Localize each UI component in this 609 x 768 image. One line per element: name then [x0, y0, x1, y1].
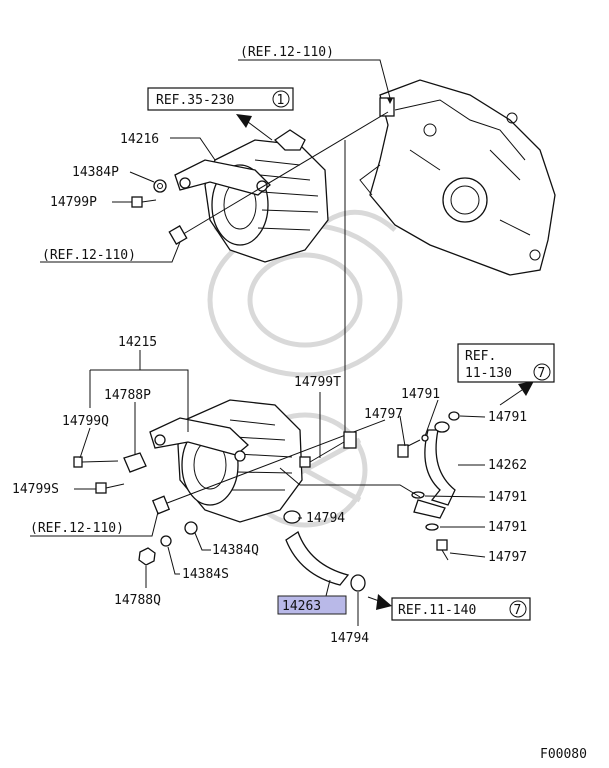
ref-35-230-label: REF.35-230: [156, 93, 234, 108]
figure-code: F00080: [540, 747, 587, 762]
ref-12-110-top[interactable]: (REF.12-110): [240, 45, 334, 60]
ref-35-230-box[interactable]: REF.35-230 1: [147, 87, 294, 111]
part-labels: (REF.12-110) (REF.12-110) (REF.12-110) 1…: [12, 45, 587, 762]
part-14799Q[interactable]: 14799Q: [62, 414, 109, 429]
ref-12-110-mid[interactable]: (REF.12-110): [42, 248, 136, 263]
part-14263[interactable]: 14263: [282, 599, 321, 614]
washer-14384P: [153, 179, 167, 193]
ref-11-140-arrow: [367, 594, 392, 610]
hose-14263: [283, 510, 366, 592]
ref-35-230-arrow: [236, 114, 273, 141]
part-14791-d[interactable]: 14791: [488, 520, 527, 535]
bolt-14799T: [299, 431, 357, 468]
part-14216[interactable]: 14216: [120, 132, 159, 147]
part-14794-a[interactable]: 14794: [306, 511, 345, 526]
hose-14262: [413, 421, 456, 519]
bolt-14799S: [95, 482, 125, 494]
part-14797-a[interactable]: 14797: [364, 407, 403, 422]
part-14384Q[interactable]: 14384Q: [212, 543, 259, 558]
part-14791-c[interactable]: 14791: [488, 490, 527, 505]
alternator-upper: [174, 129, 329, 263]
alternator-lower: [149, 399, 303, 523]
part-14794-b[interactable]: 14794: [330, 631, 369, 646]
ref-11-130-label-line2: 11-130: [465, 366, 512, 381]
ref-11-140-label: REF.11-140: [398, 603, 476, 618]
upper-through-bolt: [168, 111, 389, 245]
part-14799T[interactable]: 14799T: [294, 375, 341, 390]
part-14262[interactable]: 14262: [488, 458, 527, 473]
part-14799S[interactable]: 14799S: [12, 482, 59, 497]
part-14384S[interactable]: 14384S: [182, 567, 229, 582]
part-14215[interactable]: 14215: [118, 335, 157, 350]
bracket-14788P: [123, 452, 147, 473]
leader-lines: [30, 59, 486, 626]
washer-14791-top: [448, 411, 460, 421]
bolt-14799Q: [73, 456, 119, 468]
washer-14384S: [160, 535, 172, 547]
part-14791-b[interactable]: 14791: [488, 410, 527, 425]
bolt-14797-upper: [397, 434, 429, 458]
part-14799P[interactable]: 14799P: [50, 195, 97, 210]
part-14788Q[interactable]: 14788Q: [114, 593, 161, 608]
nut-14788Q: [138, 547, 156, 566]
ref-12-110-bottom[interactable]: (REF.12-110): [30, 521, 124, 536]
bolt-14797-lower: [436, 539, 449, 561]
part-14797-b[interactable]: 14797: [488, 550, 527, 565]
part-14384P[interactable]: 14384P: [72, 165, 119, 180]
part-14791-a[interactable]: 14791: [401, 387, 440, 402]
ref-11-130-arrow: [499, 381, 534, 406]
ref-11-130-box[interactable]: REF. 11-130 7: [457, 343, 555, 383]
ref-35-230-number: 1: [277, 93, 285, 108]
bolt-14799P: [131, 196, 157, 208]
highlight-14263: [277, 595, 347, 615]
ref-11-130-label-line1: REF.: [465, 349, 496, 364]
ref-11-140-box[interactable]: REF.11-140 7: [391, 597, 531, 621]
engine-timing-case: [359, 79, 556, 276]
ref-11-140-number: 7: [514, 603, 522, 618]
nut-14384Q: [184, 521, 198, 535]
part-14788P[interactable]: 14788P: [104, 388, 151, 403]
ref-11-130-number: 7: [538, 366, 546, 381]
